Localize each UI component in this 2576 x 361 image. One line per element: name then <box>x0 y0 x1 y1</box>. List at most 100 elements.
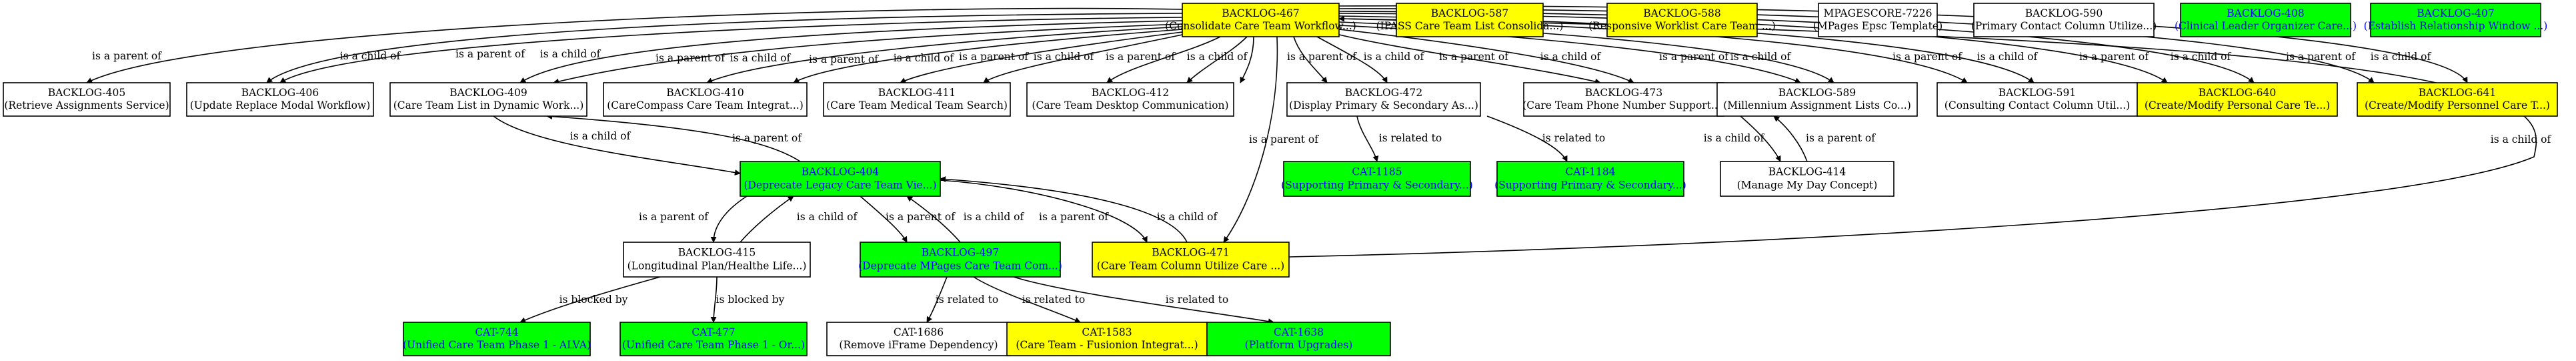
node-box[interactable] <box>1973 3 2155 37</box>
node-backlog-411[interactable]: BACKLOG-411(Care Team Medical Team Searc… <box>823 82 1011 117</box>
edge: is a parent of <box>793 29 1183 83</box>
node-backlog-408[interactable]: BACKLOG-408(Clinical Leader Organizer Ca… <box>2175 3 2357 37</box>
node-box[interactable] <box>2180 3 2351 37</box>
node-subtitle: (Deprecate Legacy Care Team Vie...) <box>744 179 936 191</box>
node-box[interactable] <box>619 322 808 356</box>
node-box[interactable] <box>1396 3 1544 37</box>
node-backlog-407[interactable]: BACKLOG-407(Establish Relationship Windo… <box>2364 3 2548 37</box>
node-backlog-497[interactable]: BACKLOG-497(Deprecate MPages Care Team C… <box>858 242 1062 278</box>
node-box[interactable] <box>1182 3 1340 37</box>
node-backlog-589[interactable]: BACKLOG-589(Millennium Assignment Lists … <box>1716 82 1918 117</box>
node-box[interactable] <box>603 82 808 117</box>
node-box[interactable] <box>1716 82 1918 117</box>
edge: is a child of <box>266 13 1183 83</box>
node-backlog-471[interactable]: BACKLOG-471(Care Team Column Utilize Car… <box>1092 242 1290 278</box>
node-box[interactable] <box>1937 82 2138 117</box>
edge: is a child of <box>1338 29 1634 83</box>
edge: is a parent of <box>959 34 1183 83</box>
node-box[interactable] <box>1092 242 1290 278</box>
node-backlog-587[interactable]: BACKLOG-587(IPASS Care Team List Consoli… <box>1376 3 1564 37</box>
edge: is a parent of <box>639 196 748 243</box>
edge-line <box>86 7 1183 83</box>
edge: is a parent of <box>1106 36 1248 83</box>
node-backlog-473[interactable]: BACKLOG-473(Care Team Phone Number Suppo… <box>1522 82 1725 117</box>
edge-line <box>973 276 1081 323</box>
node-box[interactable] <box>2357 82 2558 117</box>
node-subtitle: (Retrieve Assignments Service) <box>4 99 169 111</box>
edge-label: is a child of <box>540 48 601 60</box>
node-backlog-472[interactable]: BACKLOG-472(Display Primary & Secondary … <box>1286 82 1481 117</box>
node-box[interactable] <box>186 82 374 117</box>
node-box[interactable] <box>1523 82 1724 117</box>
node-backlog-467[interactable]: BACKLOG-467(Consolidate Care Team Workfl… <box>1165 3 1356 37</box>
node-box[interactable] <box>1026 82 1234 117</box>
node-cat-1185[interactable]: CAT-1185(Supporting Primary & Secondary.… <box>1281 161 1473 197</box>
node-box[interactable] <box>623 242 811 278</box>
node-box[interactable] <box>389 82 587 117</box>
node-cat-1686[interactable]: CAT-1686(Remove iFrame Dependency) <box>826 322 1011 356</box>
node-box[interactable] <box>1720 161 1894 197</box>
node-backlog-640[interactable]: BACKLOG-640(Create/Modify Personal Care … <box>2137 82 2338 117</box>
node-title: BACKLOG-472 <box>1345 87 1423 99</box>
edge-label: is a parent of <box>455 48 525 60</box>
edge-label: is a parent of <box>1659 51 1729 63</box>
edge: is a child of <box>1187 36 1254 83</box>
node-box[interactable] <box>1283 161 1471 197</box>
edge-label: is a child of <box>894 52 955 64</box>
node-title: MPAGESCORE-7226 <box>1824 7 1933 19</box>
node-cat-744[interactable]: CAT-744(Unified Care Team Phase 1 - ALVA… <box>403 322 591 356</box>
node-box[interactable] <box>823 82 1011 117</box>
node-title: BACKLOG-410 <box>666 87 744 99</box>
node-title: BACKLOG-415 <box>678 247 756 259</box>
node-mpagescore-7226[interactable]: MPAGESCORE-7226(MPages Epsc Template) <box>1813 3 1943 37</box>
node-box[interactable] <box>2370 3 2541 37</box>
edge-line <box>710 276 718 323</box>
node-backlog-415[interactable]: BACKLOG-415(Longitudinal Plan/Healthe Li… <box>623 242 811 278</box>
node-backlog-590[interactable]: BACKLOG-590(Primary Contact Column Utili… <box>1971 3 2157 37</box>
node-subtitle: (Platform Upgrades) <box>1245 339 1353 351</box>
edge-line <box>1293 36 1328 83</box>
node-backlog-588[interactable]: BACKLOG-588(Responsive Worklist Care Tea… <box>1588 3 1776 37</box>
edge-label: is blocked by <box>559 294 628 306</box>
node-box[interactable] <box>860 242 1061 278</box>
node-backlog-591[interactable]: BACKLOG-591(Consulting Contact Column Ut… <box>1937 82 2138 117</box>
node-box[interactable] <box>403 322 591 356</box>
edge: is related to <box>1013 276 1274 325</box>
node-title: BACKLOG-412 <box>1092 87 1170 99</box>
node-backlog-412[interactable]: BACKLOG-412(Care Team Desktop Communicat… <box>1026 82 1234 117</box>
node-box[interactable] <box>740 161 941 197</box>
node-box[interactable] <box>1006 322 1208 356</box>
edge-label: is a child of <box>1730 51 1792 63</box>
node-backlog-405[interactable]: BACKLOG-405(Retrieve Assignments Service… <box>3 82 171 117</box>
node-subtitle: (Deprecate MPages Care Team Com...) <box>858 260 1062 272</box>
edge: is a parent of <box>1223 36 1319 243</box>
node-backlog-409[interactable]: BACKLOG-409(Care Team List in Dynamic Wo… <box>389 82 587 117</box>
edge-line <box>493 115 741 175</box>
node-backlog-414[interactable]: BACKLOG-414(Manage My Day Concept) <box>1720 161 1894 197</box>
node-box[interactable] <box>2137 82 2338 117</box>
node-title: CAT-1583 <box>1082 326 1132 338</box>
node-box[interactable] <box>3 82 171 117</box>
node-cat-477[interactable]: CAT-477(Unified Care Team Phase 1 - Or..… <box>619 322 808 356</box>
node-box[interactable] <box>1206 322 1391 356</box>
edge-label: is blocked by <box>716 294 785 306</box>
node-cat-1583[interactable]: CAT-1583(Care Team - Fusionion Integrat.… <box>1006 322 1208 356</box>
edge-line <box>1106 36 1221 83</box>
node-subtitle: (CareCompass Care Team Integrat...) <box>607 99 804 111</box>
node-backlog-641[interactable]: BACKLOG-641(Create/Modify Personnel Care… <box>2357 82 2558 117</box>
node-box[interactable] <box>1606 3 1758 37</box>
node-backlog-404[interactable]: BACKLOG-404(Deprecate Legacy Care Team V… <box>740 161 941 197</box>
node-box[interactable] <box>826 322 1011 356</box>
edge: is related to <box>1486 115 1605 162</box>
edge-line <box>983 34 1183 83</box>
node-backlog-406[interactable]: BACKLOG-406(Update Replace Modal Workflo… <box>186 82 374 117</box>
edge-label: is a child of <box>964 211 1025 223</box>
node-title: BACKLOG-404 <box>802 166 880 178</box>
node-cat-1184[interactable]: CAT-1184(Supporting Primary & Secondary.… <box>1494 161 1686 197</box>
edge-label: is a parent of <box>1249 133 1319 145</box>
node-box[interactable] <box>1496 161 1684 197</box>
node-backlog-410[interactable]: BACKLOG-410(CareCompass Care Team Integr… <box>603 82 808 117</box>
node-box[interactable] <box>1286 82 1481 117</box>
node-cat-1638[interactable]: CAT-1638(Platform Upgrades) <box>1206 322 1391 356</box>
node-box[interactable] <box>1818 3 1938 37</box>
